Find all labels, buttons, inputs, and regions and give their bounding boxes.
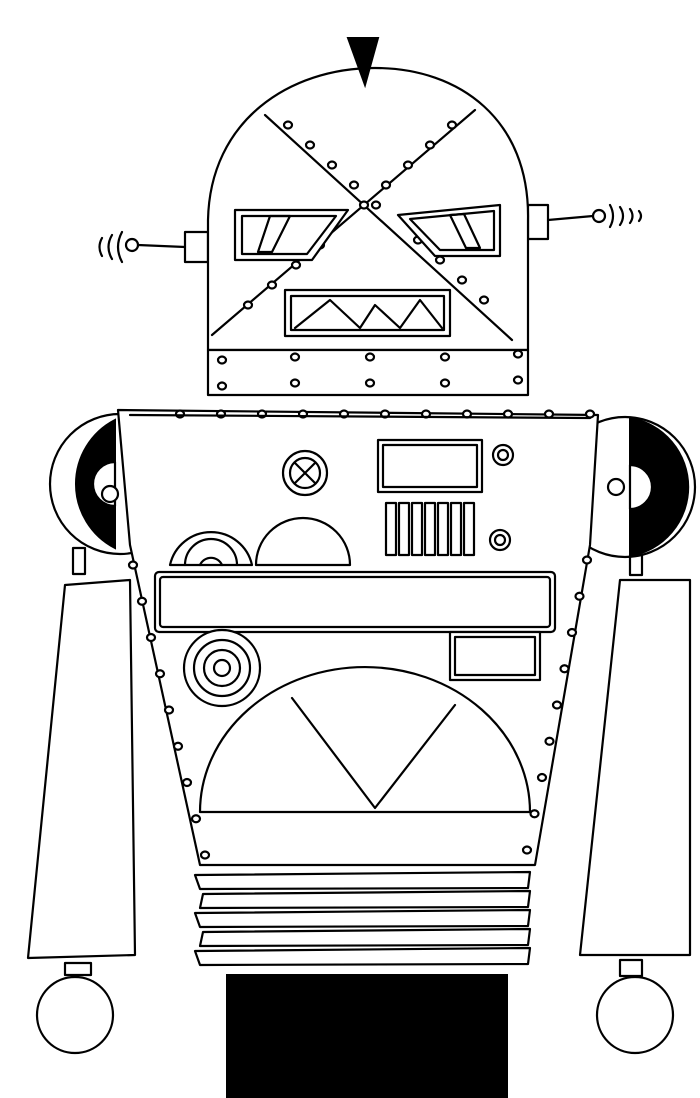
rivet — [358, 200, 370, 210]
rivet — [551, 700, 563, 710]
rivet — [380, 180, 392, 190]
right-arm — [578, 553, 692, 1055]
rivet — [181, 777, 193, 788]
rivet — [174, 409, 186, 419]
rib — [193, 908, 532, 929]
torso-small-screen — [448, 630, 542, 682]
rivet — [326, 160, 338, 170]
right-antenna — [526, 203, 643, 241]
rivet — [424, 140, 436, 150]
torso-knob-bottom — [488, 528, 512, 552]
rivet — [566, 627, 578, 638]
torso-grill — [384, 501, 476, 557]
left-antenna — [98, 230, 210, 264]
rivet — [559, 664, 570, 674]
rivet — [348, 180, 360, 190]
rivet — [536, 772, 548, 783]
rivet — [304, 140, 316, 150]
grill-bar — [397, 501, 411, 557]
grill-bar — [384, 501, 398, 557]
left-hand — [35, 975, 115, 1055]
rivet — [216, 381, 228, 391]
rivet — [439, 352, 451, 362]
rivet — [512, 375, 524, 385]
right-eye — [396, 203, 502, 258]
rib — [193, 870, 532, 891]
torso-gauge — [281, 449, 329, 497]
right-hand — [595, 975, 675, 1055]
rivet — [456, 275, 468, 285]
rivet — [282, 120, 294, 130]
rivet — [290, 260, 302, 270]
grill-bar — [410, 501, 424, 557]
torso-domes — [168, 516, 352, 567]
rivet — [199, 850, 211, 860]
rivet — [136, 596, 148, 606]
rivet — [145, 632, 157, 643]
torso-knob-top — [491, 443, 515, 467]
left-eye — [233, 208, 350, 262]
rivet — [446, 120, 458, 130]
left-shoulder — [48, 412, 192, 556]
rivet — [584, 409, 596, 419]
waist-ribs — [193, 870, 532, 967]
rivet — [574, 591, 585, 601]
torso-top-seam — [128, 413, 592, 420]
rivet — [370, 200, 382, 210]
rib — [198, 889, 532, 910]
rivet — [529, 809, 540, 819]
robot-legs — [226, 974, 508, 1098]
rivet — [478, 295, 490, 305]
rivet — [581, 555, 593, 565]
left-arm — [26, 546, 137, 1055]
rivet — [242, 300, 254, 310]
mouth — [283, 288, 452, 338]
rivet — [266, 280, 278, 290]
grill-bar — [462, 501, 476, 557]
rivet — [402, 160, 414, 170]
rivet — [154, 669, 166, 679]
rivet — [364, 352, 376, 362]
rivet — [544, 736, 555, 746]
rivet — [289, 352, 301, 362]
torso-speaker — [182, 628, 262, 708]
torso-rivets — [127, 409, 596, 860]
rivet — [127, 560, 139, 570]
rivet — [289, 378, 301, 388]
rivet — [172, 741, 184, 751]
torso-screen — [376, 438, 484, 494]
rivet — [521, 845, 533, 855]
torso-long-panel — [153, 570, 557, 634]
rivet — [434, 255, 446, 265]
rivet — [512, 349, 524, 359]
head-spike — [346, 37, 380, 89]
neck-rivets — [216, 349, 524, 391]
rivet — [364, 378, 376, 388]
rivet — [163, 705, 175, 715]
rivet — [439, 378, 451, 388]
rib — [198, 927, 532, 948]
rivet — [216, 355, 228, 365]
torso-meter — [198, 665, 532, 814]
grill-bar — [423, 501, 437, 557]
rivet — [190, 814, 202, 824]
rivet — [543, 409, 555, 419]
rib — [193, 946, 532, 967]
grill-bar — [449, 501, 463, 557]
grill-bar — [436, 501, 450, 557]
